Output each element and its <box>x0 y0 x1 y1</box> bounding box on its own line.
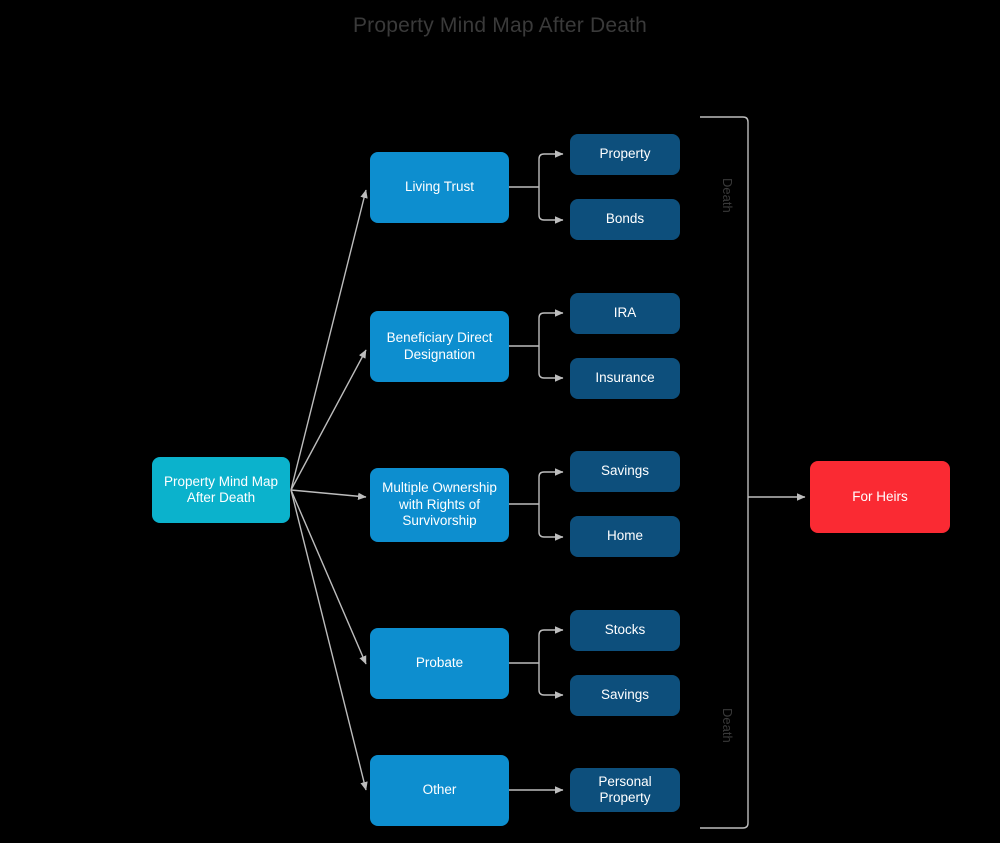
node-probate[interactable]: Probate <box>370 628 509 699</box>
node-stocks[interactable]: Stocks <box>570 610 680 651</box>
node-bonds-label: Bonds <box>605 211 645 227</box>
node-savings-ownership[interactable]: Savings <box>570 451 680 492</box>
page-title: Property Mind Map After Death <box>352 14 648 37</box>
node-root[interactable]: Property Mind Map After Death <box>152 457 290 523</box>
node-ira-label: IRA <box>613 305 637 321</box>
node-personal-property-label: Personal Property <box>598 773 652 805</box>
node-property-label: Property <box>599 146 651 162</box>
death-label-top: Death <box>720 178 735 213</box>
node-living-trust[interactable]: Living Trust <box>370 152 509 223</box>
node-probate-label: Probate <box>415 655 464 671</box>
node-savings-ownership-label: Savings <box>600 463 650 479</box>
node-home[interactable]: Home <box>570 516 680 557</box>
node-multiple-ownership-label: Multiple Ownership with Rights of Surviv… <box>382 480 497 529</box>
node-property[interactable]: Property <box>570 134 680 175</box>
death-label-bottom: Death <box>720 708 735 743</box>
node-multiple-ownership[interactable]: Multiple Ownership with Rights of Surviv… <box>370 468 509 542</box>
root-branch-connectors <box>290 189 368 791</box>
node-savings-probate[interactable]: Savings <box>570 675 680 716</box>
node-insurance-label: Insurance <box>595 370 655 386</box>
node-ira[interactable]: IRA <box>570 293 680 334</box>
node-beneficiary-direct-designation-label: Beneficiary Direct Designation <box>386 330 493 362</box>
node-root-label: Property Mind Map After Death <box>163 473 279 505</box>
node-for-heirs-label: For Heirs <box>852 488 908 504</box>
node-bonds[interactable]: Bonds <box>570 199 680 240</box>
branch-1-connectors <box>509 150 564 224</box>
node-personal-property[interactable]: Personal Property <box>570 768 680 812</box>
branch-3-connectors <box>509 468 564 541</box>
branch-2-connectors <box>509 309 564 382</box>
node-beneficiary-direct-designation[interactable]: Beneficiary Direct Designation <box>370 311 509 382</box>
node-insurance[interactable]: Insurance <box>570 358 680 399</box>
node-home-label: Home <box>606 528 643 544</box>
branch-4-connectors <box>509 626 564 699</box>
node-savings-probate-label: Savings <box>600 687 650 703</box>
node-living-trust-label: Living Trust <box>404 179 475 195</box>
node-other[interactable]: Other <box>370 755 509 826</box>
node-stocks-label: Stocks <box>604 622 646 638</box>
node-for-heirs[interactable]: For Heirs <box>810 461 950 533</box>
node-other-label: Other <box>422 782 457 798</box>
